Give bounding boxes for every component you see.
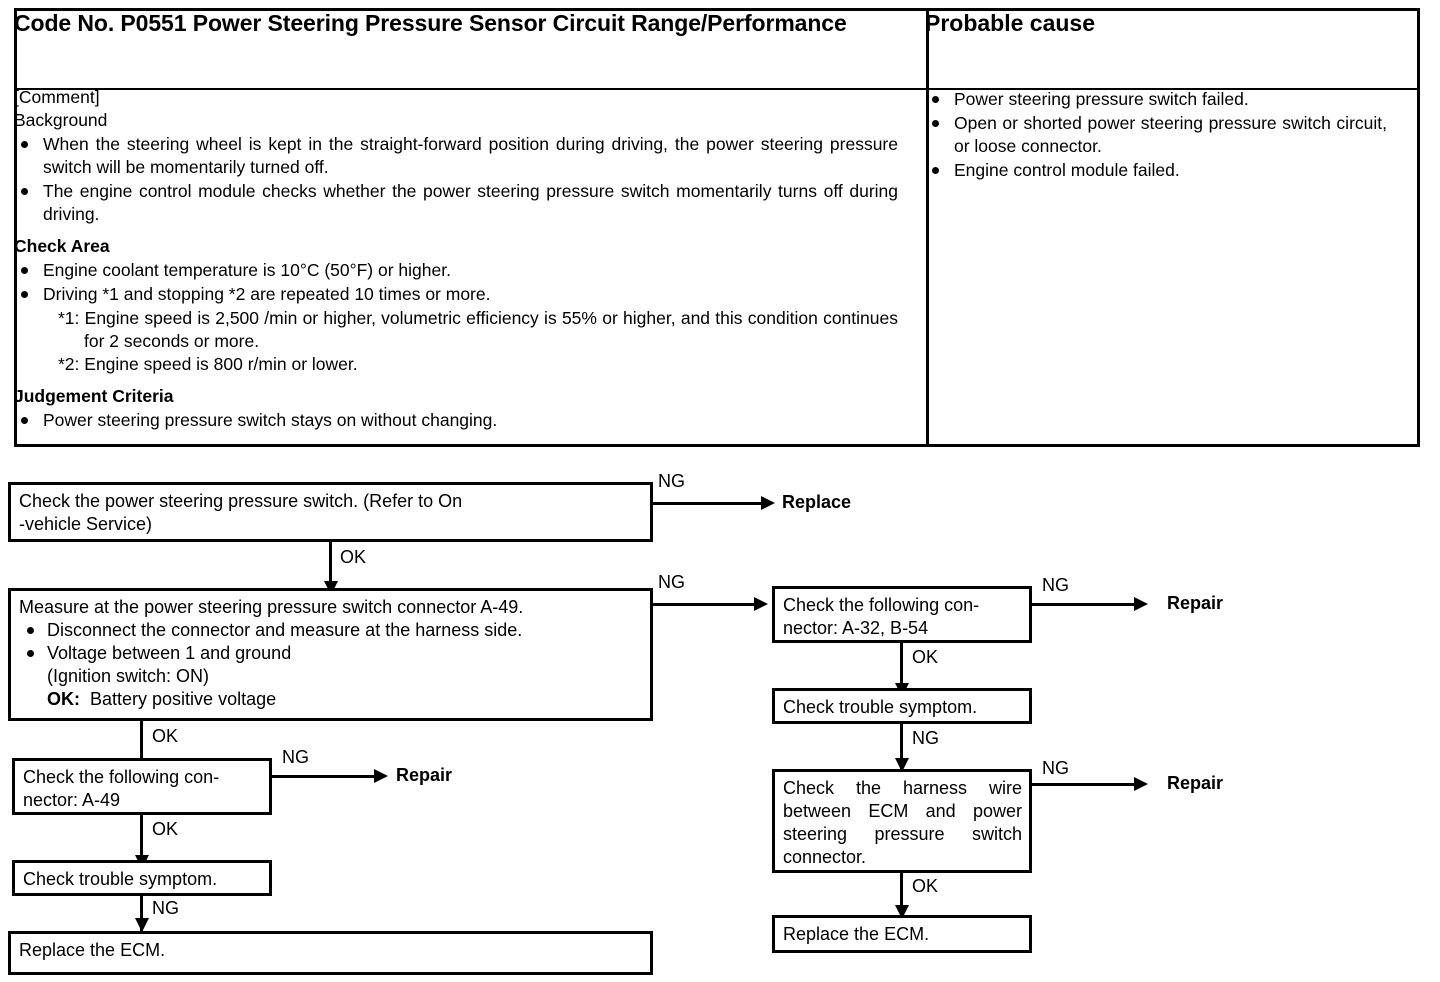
connector-line bbox=[1032, 603, 1136, 606]
arrow-right-icon bbox=[374, 769, 388, 783]
check-area-note-2: *2: Engine speed is 800 r/min or lower. bbox=[58, 353, 358, 374]
list-item: Power steering pressure switch stays on … bbox=[14, 409, 898, 432]
arrow-down-icon bbox=[135, 918, 149, 932]
connector-line bbox=[272, 775, 376, 778]
flag-ng-7: NG bbox=[1042, 758, 1069, 778]
flag-ok-5: OK bbox=[912, 647, 939, 667]
box2-ok-note: OK: Battery positive voltage bbox=[19, 688, 643, 711]
dtc-info-table bbox=[14, 8, 1420, 447]
connector-line bbox=[900, 724, 903, 769]
comment-label: [Comment] bbox=[14, 87, 100, 107]
connector-line bbox=[140, 896, 143, 931]
list-item: Engine control module failed. bbox=[925, 159, 1387, 182]
table-header-divider bbox=[17, 88, 1417, 90]
check-area-bullet-list: Engine coolant temperature is 10°C (50°F… bbox=[14, 259, 898, 306]
flag-ng-5: NG bbox=[1042, 575, 1069, 595]
connector-line bbox=[653, 603, 756, 606]
arrow-right-icon bbox=[1134, 597, 1148, 611]
list-item: Voltage between 1 and ground bbox=[19, 642, 643, 665]
flow-box-check-ps-pressure-switch: Check the power steering pressure switch… bbox=[8, 482, 653, 542]
background-bullet-list: When the steering wheel is kept in the s… bbox=[14, 133, 898, 226]
arrow-down-icon bbox=[895, 758, 909, 772]
arrow-right-icon bbox=[761, 496, 775, 510]
list-item: Engine coolant temperature is 10°C (50°F… bbox=[14, 259, 898, 282]
flag-ok-1: OK bbox=[340, 547, 367, 567]
check-area-note-1: *1: Engine speed is 2,500 /min or higher… bbox=[14, 307, 898, 353]
note-text: *1: Engine speed is 2,500 /min or higher… bbox=[58, 308, 898, 351]
flag-ng-4: NG bbox=[152, 898, 179, 918]
terminal-replace: Replace bbox=[782, 492, 852, 512]
flow-box-replace-ecm-left: Replace the ECM. bbox=[8, 931, 653, 975]
terminal-repair-3: Repair bbox=[1167, 773, 1224, 793]
connector-line bbox=[140, 721, 143, 766]
ok-value: Battery positive voltage bbox=[90, 689, 277, 710]
flow-box-check-connector-a49: Check the following con- nector: A-49 bbox=[12, 758, 272, 815]
connector-line bbox=[900, 643, 903, 685]
dtc-code-title: Code No. P0551 Power Steering Pressure S… bbox=[14, 10, 847, 36]
flow-box-check-connector-a32-b54: Check the following con- nector: A-32, B… bbox=[772, 586, 1032, 643]
connector-line bbox=[653, 502, 763, 505]
flag-ok-7: OK bbox=[912, 876, 939, 896]
arrow-right-icon bbox=[1134, 777, 1148, 791]
flag-ng-1: NG bbox=[658, 471, 685, 491]
probable-cause-title: Probable cause bbox=[925, 10, 1096, 36]
background-label: Background bbox=[14, 109, 108, 130]
list-item: Driving *1 and stopping *2 are repeated … bbox=[14, 283, 898, 306]
flag-ng-3: NG bbox=[282, 747, 309, 767]
flag-ng-2: NG bbox=[658, 572, 685, 592]
flow-box-measure-connector-a49: Measure at the power steering pressure s… bbox=[8, 588, 653, 721]
table-column-divider bbox=[926, 11, 929, 444]
dtc-detail-cell: [Comment] Background When the steering w… bbox=[14, 86, 898, 433]
judgement-criteria-label: Judgement Criteria bbox=[14, 385, 174, 406]
box2-ignition-note: (Ignition switch: ON) bbox=[47, 666, 210, 687]
probable-cause-list: Power steering pressure switch failed. O… bbox=[925, 88, 1387, 182]
ok-label: OK: bbox=[47, 689, 80, 710]
list-item: Open or shorted power steering pressure … bbox=[925, 112, 1387, 158]
judgement-bullet-list: Power steering pressure switch stays on … bbox=[14, 409, 898, 432]
flow-box-check-trouble-symptom-right: Check trouble symptom. bbox=[772, 688, 1032, 724]
list-item: When the steering wheel is kept in the s… bbox=[14, 133, 898, 179]
box2-title: Measure at the power steering pressure s… bbox=[19, 597, 524, 617]
box2-bullet-list: Disconnect the connector and measure at … bbox=[19, 619, 643, 665]
list-item: The engine control module checks whether… bbox=[14, 180, 898, 226]
list-item: Power steering pressure switch failed. bbox=[925, 88, 1387, 111]
diagnostic-flowchart: Check the power steering pressure switch… bbox=[0, 455, 1440, 982]
connector-line bbox=[140, 815, 143, 857]
check-area-label: Check Area bbox=[14, 235, 110, 256]
terminal-repair-2: Repair bbox=[1167, 593, 1224, 613]
probable-cause-cell: Power steering pressure switch failed. O… bbox=[925, 86, 1387, 183]
flag-ok-3: OK bbox=[152, 819, 179, 839]
flow-box-check-trouble-symptom-left: Check trouble symptom. bbox=[12, 860, 272, 896]
list-item: Disconnect the connector and measure at … bbox=[19, 619, 643, 642]
connector-line bbox=[329, 542, 332, 585]
connector-line bbox=[900, 873, 903, 917]
arrow-right-icon bbox=[754, 597, 768, 611]
terminal-repair-1: Repair bbox=[396, 765, 453, 785]
flow-box-replace-ecm-right: Replace the ECM. bbox=[772, 915, 1032, 953]
connector-line bbox=[1032, 783, 1136, 786]
flag-ok-2: OK bbox=[152, 726, 179, 746]
flow-box-check-harness-wire: Check the harness wire between ECM and p… bbox=[772, 769, 1032, 873]
flag-ng-6: NG bbox=[912, 728, 939, 748]
